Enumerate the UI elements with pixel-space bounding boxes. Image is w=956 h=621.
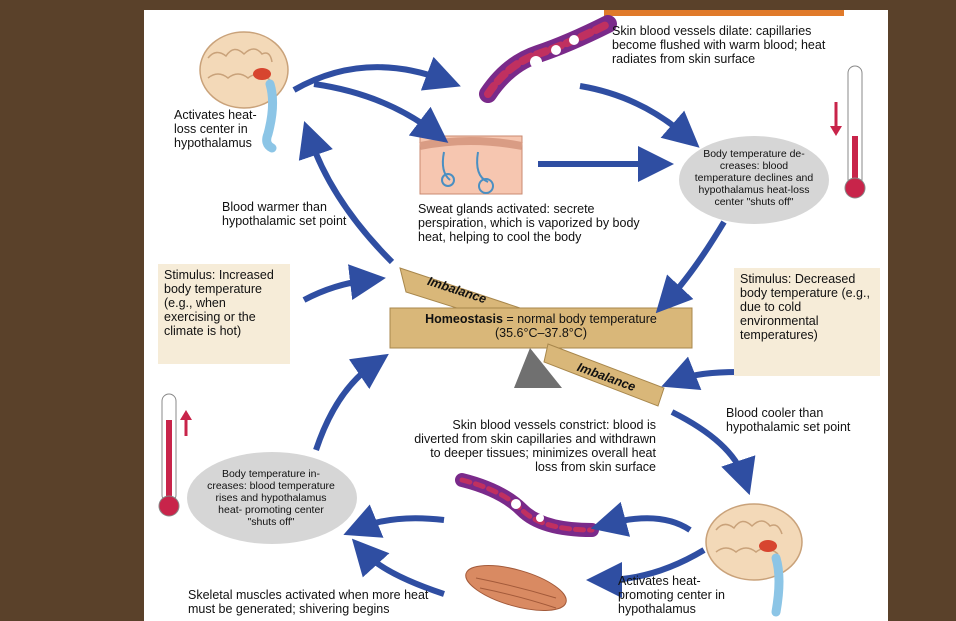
label-body-temp-increases: Body temperature in- creases: blood temp… <box>206 468 336 528</box>
diagram-panel: Activates heat-loss center in hypothalam… <box>144 10 888 621</box>
stimulus-decreased-box: Stimulus: Decreased body temperature (e.… <box>734 268 880 376</box>
homeostasis-bold: Homeostasis <box>425 312 503 326</box>
label-blood-cooler: Blood cooler than hypothalamic set point <box>726 406 886 434</box>
dilated-vessel-icon <box>488 24 608 94</box>
homeostasis-rest: = normal body temperature (35.6°C–37.8°C… <box>495 312 657 340</box>
muscle-icon <box>461 556 571 619</box>
label-skin-dilate: Skin blood vessels dilate: capillaries b… <box>612 24 844 66</box>
label-sweat-glands: Sweat glands activated: secrete perspira… <box>418 202 658 244</box>
label-activates-heat-promoting: Activates heat- promoting center in hypo… <box>618 574 734 616</box>
label-skeletal-muscles: Skeletal muscles activated when more hea… <box>188 588 448 616</box>
label-skin-constrict: Skin blood vessels constrict: blood is d… <box>406 418 656 474</box>
sweat-gland-skin-icon <box>420 136 522 194</box>
label-activates-heat-loss: Activates heat-loss center in hypothalam… <box>174 108 266 150</box>
thermometer-falling-icon <box>830 66 865 198</box>
stimulus-increased-box: Stimulus: Increased body temperature (e.… <box>158 264 290 364</box>
homeostasis-label: Homeostasis = normal body temperature (3… <box>400 312 682 340</box>
label-blood-warmer: Blood warmer than hypothalamic set point <box>222 200 352 228</box>
label-body-temp-decreases: Body temperature de- creases: blood temp… <box>692 148 816 208</box>
constricted-vessel-icon <box>462 480 592 530</box>
